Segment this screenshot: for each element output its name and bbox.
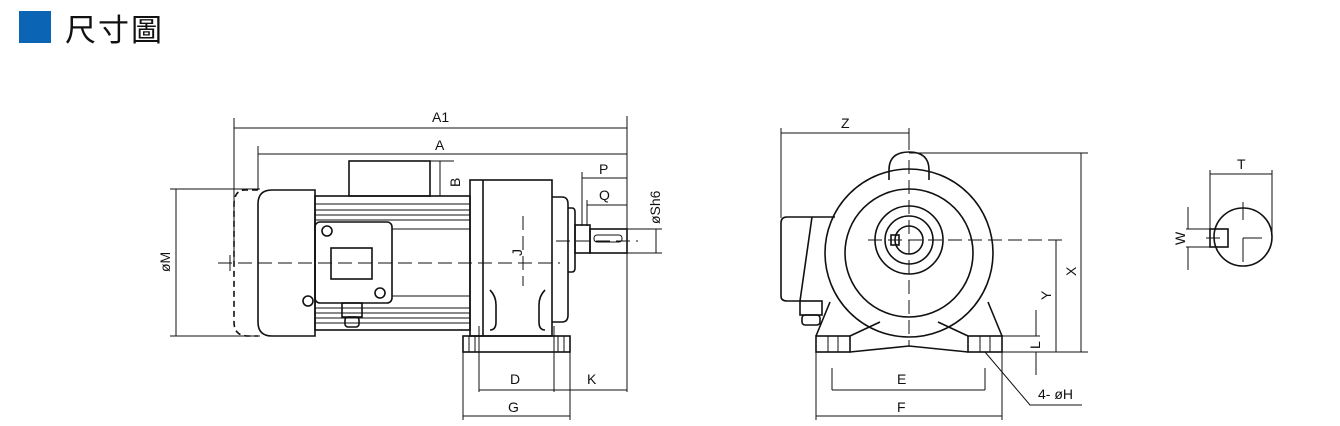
dim-a-label: A bbox=[435, 137, 445, 153]
page-title: 尺寸圖 bbox=[65, 12, 164, 49]
dim-w-label: W bbox=[1172, 231, 1188, 245]
dim-a1-label: A1 bbox=[432, 109, 449, 125]
dim-z-label: Z bbox=[841, 115, 850, 131]
dim-j-label: J bbox=[509, 249, 525, 256]
side-view: A1 A B bbox=[157, 109, 663, 420]
dim-b-label: B bbox=[447, 178, 463, 187]
section-header: 尺寸圖 bbox=[19, 10, 164, 49]
dim-t-label: T bbox=[1237, 156, 1246, 172]
dim-p-label: P bbox=[599, 161, 608, 177]
dim-g-label: G bbox=[508, 399, 519, 415]
header-square-icon bbox=[19, 11, 51, 43]
dim-d-label: D bbox=[510, 371, 520, 387]
dim-q-label: Q bbox=[599, 187, 610, 203]
dim-h-label: 4- øH bbox=[1038, 386, 1073, 402]
dim-f-label: F bbox=[897, 399, 906, 415]
dim-x-label: X bbox=[1063, 266, 1079, 276]
dim-m-label: øM bbox=[157, 252, 173, 272]
dim-k-label: K bbox=[587, 371, 597, 387]
shaft-section: T W bbox=[1172, 156, 1273, 270]
front-view: Z X Y L E F 4- ø bbox=[780, 115, 1088, 420]
dim-e-label: E bbox=[897, 371, 906, 387]
dim-sh6-label: øSh6 bbox=[647, 190, 663, 224]
dim-l-label: L bbox=[1027, 341, 1043, 349]
dim-y-label: Y bbox=[1038, 290, 1054, 300]
